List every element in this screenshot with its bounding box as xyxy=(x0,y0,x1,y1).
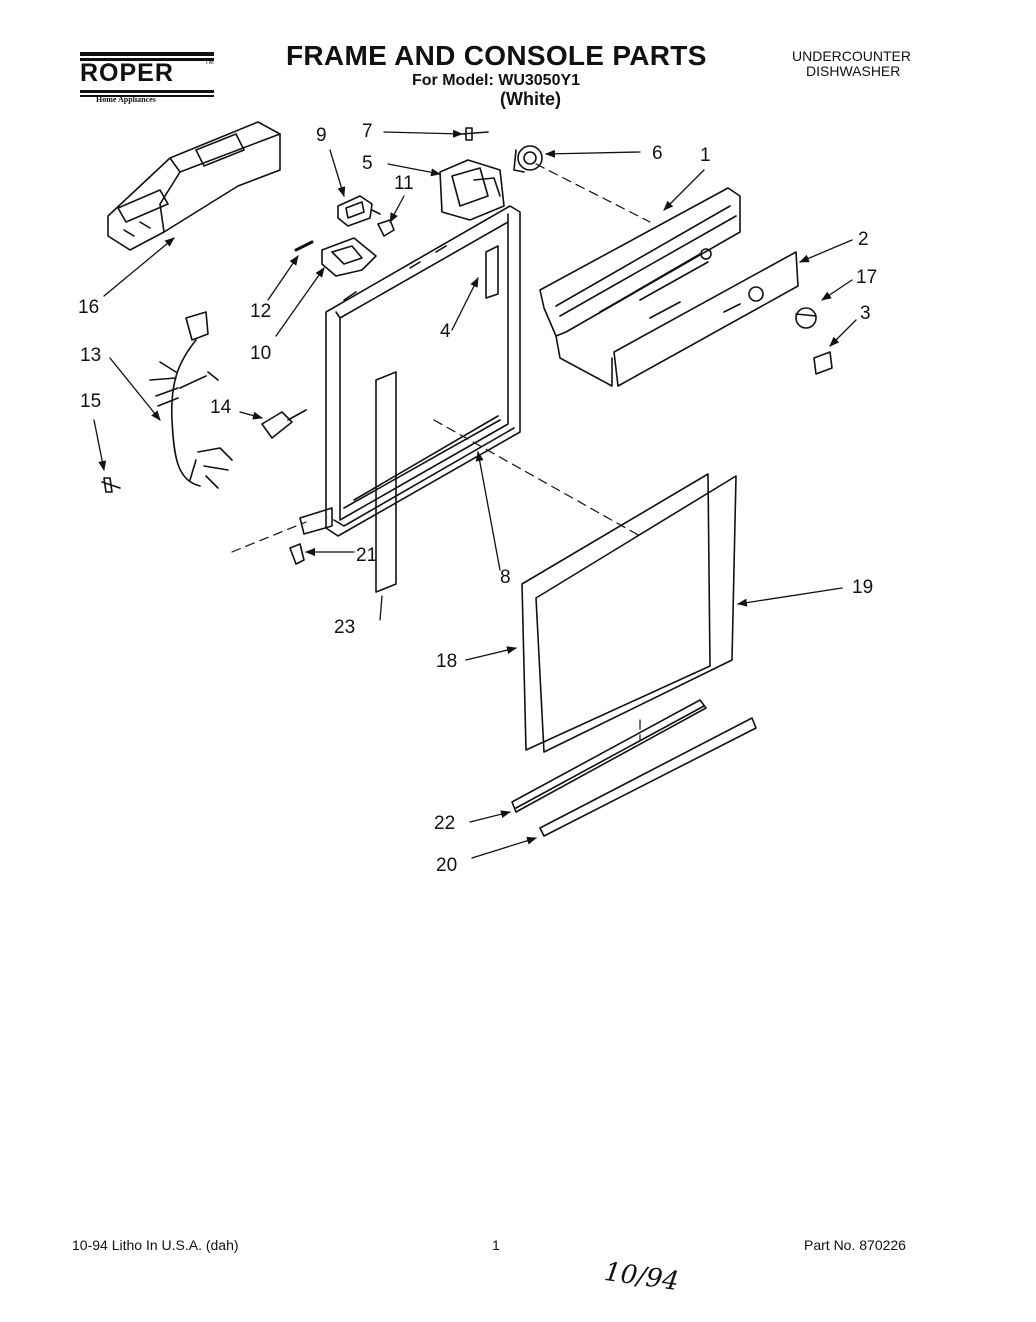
callout-21: 21 xyxy=(356,545,378,566)
callout-23: 23 xyxy=(334,617,356,638)
callout-5: 5 xyxy=(362,153,373,174)
callout-22: 22 xyxy=(434,813,456,834)
part-3-button xyxy=(813,351,833,375)
page-number: 1 xyxy=(492,1237,500,1253)
callout-19: 19 xyxy=(852,577,874,598)
callout-3: 3 xyxy=(860,303,871,324)
part-9-switch xyxy=(337,195,381,227)
brand-name: ROPER xyxy=(80,59,174,87)
roper-logo xyxy=(80,52,214,97)
brand-tagline: Home Appliances xyxy=(96,95,156,104)
callout-16: 16 xyxy=(78,297,100,318)
part-21-clip xyxy=(289,543,305,565)
callout-8: 8 xyxy=(500,567,511,588)
part-7-screw xyxy=(461,127,489,141)
callout-6: 6 xyxy=(652,143,663,164)
color-variant: (White) xyxy=(500,89,561,109)
callout-14: 14 xyxy=(210,397,232,418)
callout-9: 9 xyxy=(316,125,327,146)
callout-7: 7 xyxy=(362,121,373,142)
assembly-lines xyxy=(231,163,651,741)
callout-20: 20 xyxy=(436,855,458,876)
category-line-1: UNDERCOUNTER xyxy=(792,48,911,64)
brand-tm: TM xyxy=(205,60,214,66)
part-18-door-liner xyxy=(535,475,737,753)
part-19-door-panel xyxy=(521,473,711,751)
part-16-vent-assembly xyxy=(107,121,281,251)
part-11-clip xyxy=(377,219,395,237)
callout-11: 11 xyxy=(394,173,414,194)
part-14-connector xyxy=(261,409,307,439)
part-20-bottom-strip xyxy=(539,717,757,837)
callout-17: 17 xyxy=(856,267,878,288)
category-label: UNDERCOUNTER DISHWASHER xyxy=(792,49,911,79)
part-6-knob xyxy=(513,145,543,173)
part-1-console xyxy=(539,187,741,387)
door-frame xyxy=(299,205,521,537)
part-2-control-panel xyxy=(613,251,799,387)
callout-18: 18 xyxy=(436,651,458,672)
print-info: 10-94 Litho In U.S.A. (dah) xyxy=(72,1237,239,1253)
part-10-bracket xyxy=(321,237,377,277)
part-22-bottom-trim xyxy=(511,699,707,813)
part-12-pin xyxy=(294,240,314,252)
callout-4: 4 xyxy=(440,321,451,342)
callout-2: 2 xyxy=(858,229,869,250)
part-23-strip xyxy=(375,371,397,593)
page-title: FRAME AND CONSOLE PARTS xyxy=(286,40,707,71)
part-15-screw xyxy=(101,477,121,493)
callout-13: 13 xyxy=(80,345,102,366)
callout-15: 15 xyxy=(80,391,102,412)
category-line-2: DISHWASHER xyxy=(806,63,901,79)
part-17-knob xyxy=(795,307,817,329)
part-number: Part No. 870226 xyxy=(804,1237,906,1253)
leader-arrows xyxy=(93,129,857,859)
model-line: For Model: WU3050Y1 xyxy=(412,72,581,89)
part-13-wire-harness xyxy=(149,311,233,489)
callout-1: 1 xyxy=(700,145,711,166)
callout-12: 12 xyxy=(250,301,272,322)
part-4-bracket xyxy=(485,245,499,299)
callout-10: 10 xyxy=(250,343,272,364)
part-5-latch xyxy=(439,159,505,221)
